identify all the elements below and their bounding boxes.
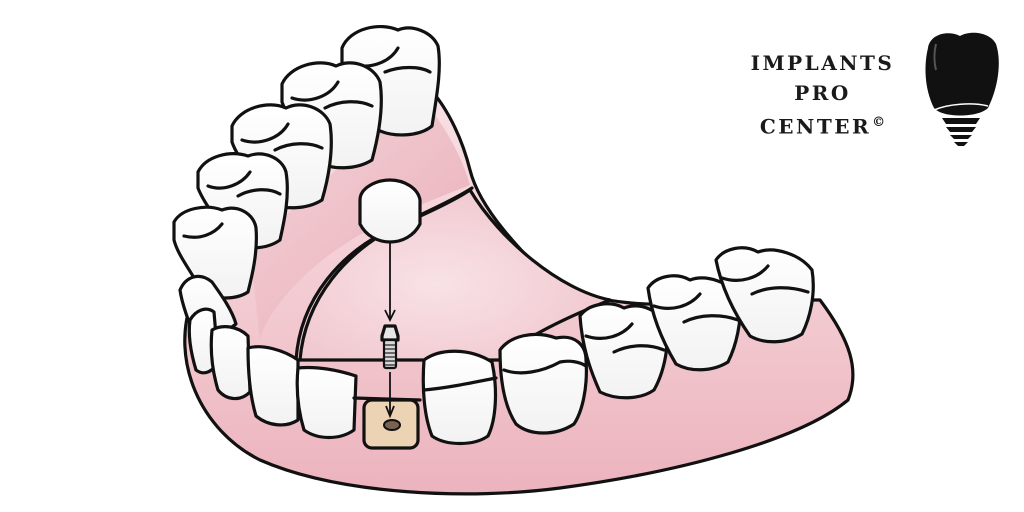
front-tooth-4 — [295, 365, 358, 440]
logo-line-3: CENTER© — [759, 114, 886, 139]
left-molars — [172, 25, 441, 300]
logo-line-2: PRO — [794, 81, 851, 105]
right-teeth — [421, 246, 815, 446]
right-molar-2 — [714, 246, 815, 344]
abutment-screw — [380, 324, 400, 370]
arrowhead-2 — [385, 405, 395, 419]
tooth-implant-icon — [925, 32, 999, 146]
logo-line-1: IMPLANTS — [750, 51, 895, 75]
implant-assembly — [358, 178, 422, 419]
floating-crown — [358, 178, 422, 244]
copyright-symbol: © — [872, 115, 886, 130]
front-tooth-2 — [209, 325, 252, 401]
right-premolar-1 — [498, 332, 588, 435]
logo-wordmark: IMPLANTS PRO CENTER© — [735, 48, 910, 142]
front-tooth-3 — [246, 345, 300, 427]
left-front-teeth — [178, 274, 358, 440]
arrowhead-1 — [384, 309, 396, 323]
implant-site — [362, 398, 420, 450]
right-molar-1 — [646, 274, 742, 372]
implant-hole — [383, 419, 401, 431]
right-incisor — [421, 349, 498, 446]
right-premolar-2 — [578, 302, 669, 400]
